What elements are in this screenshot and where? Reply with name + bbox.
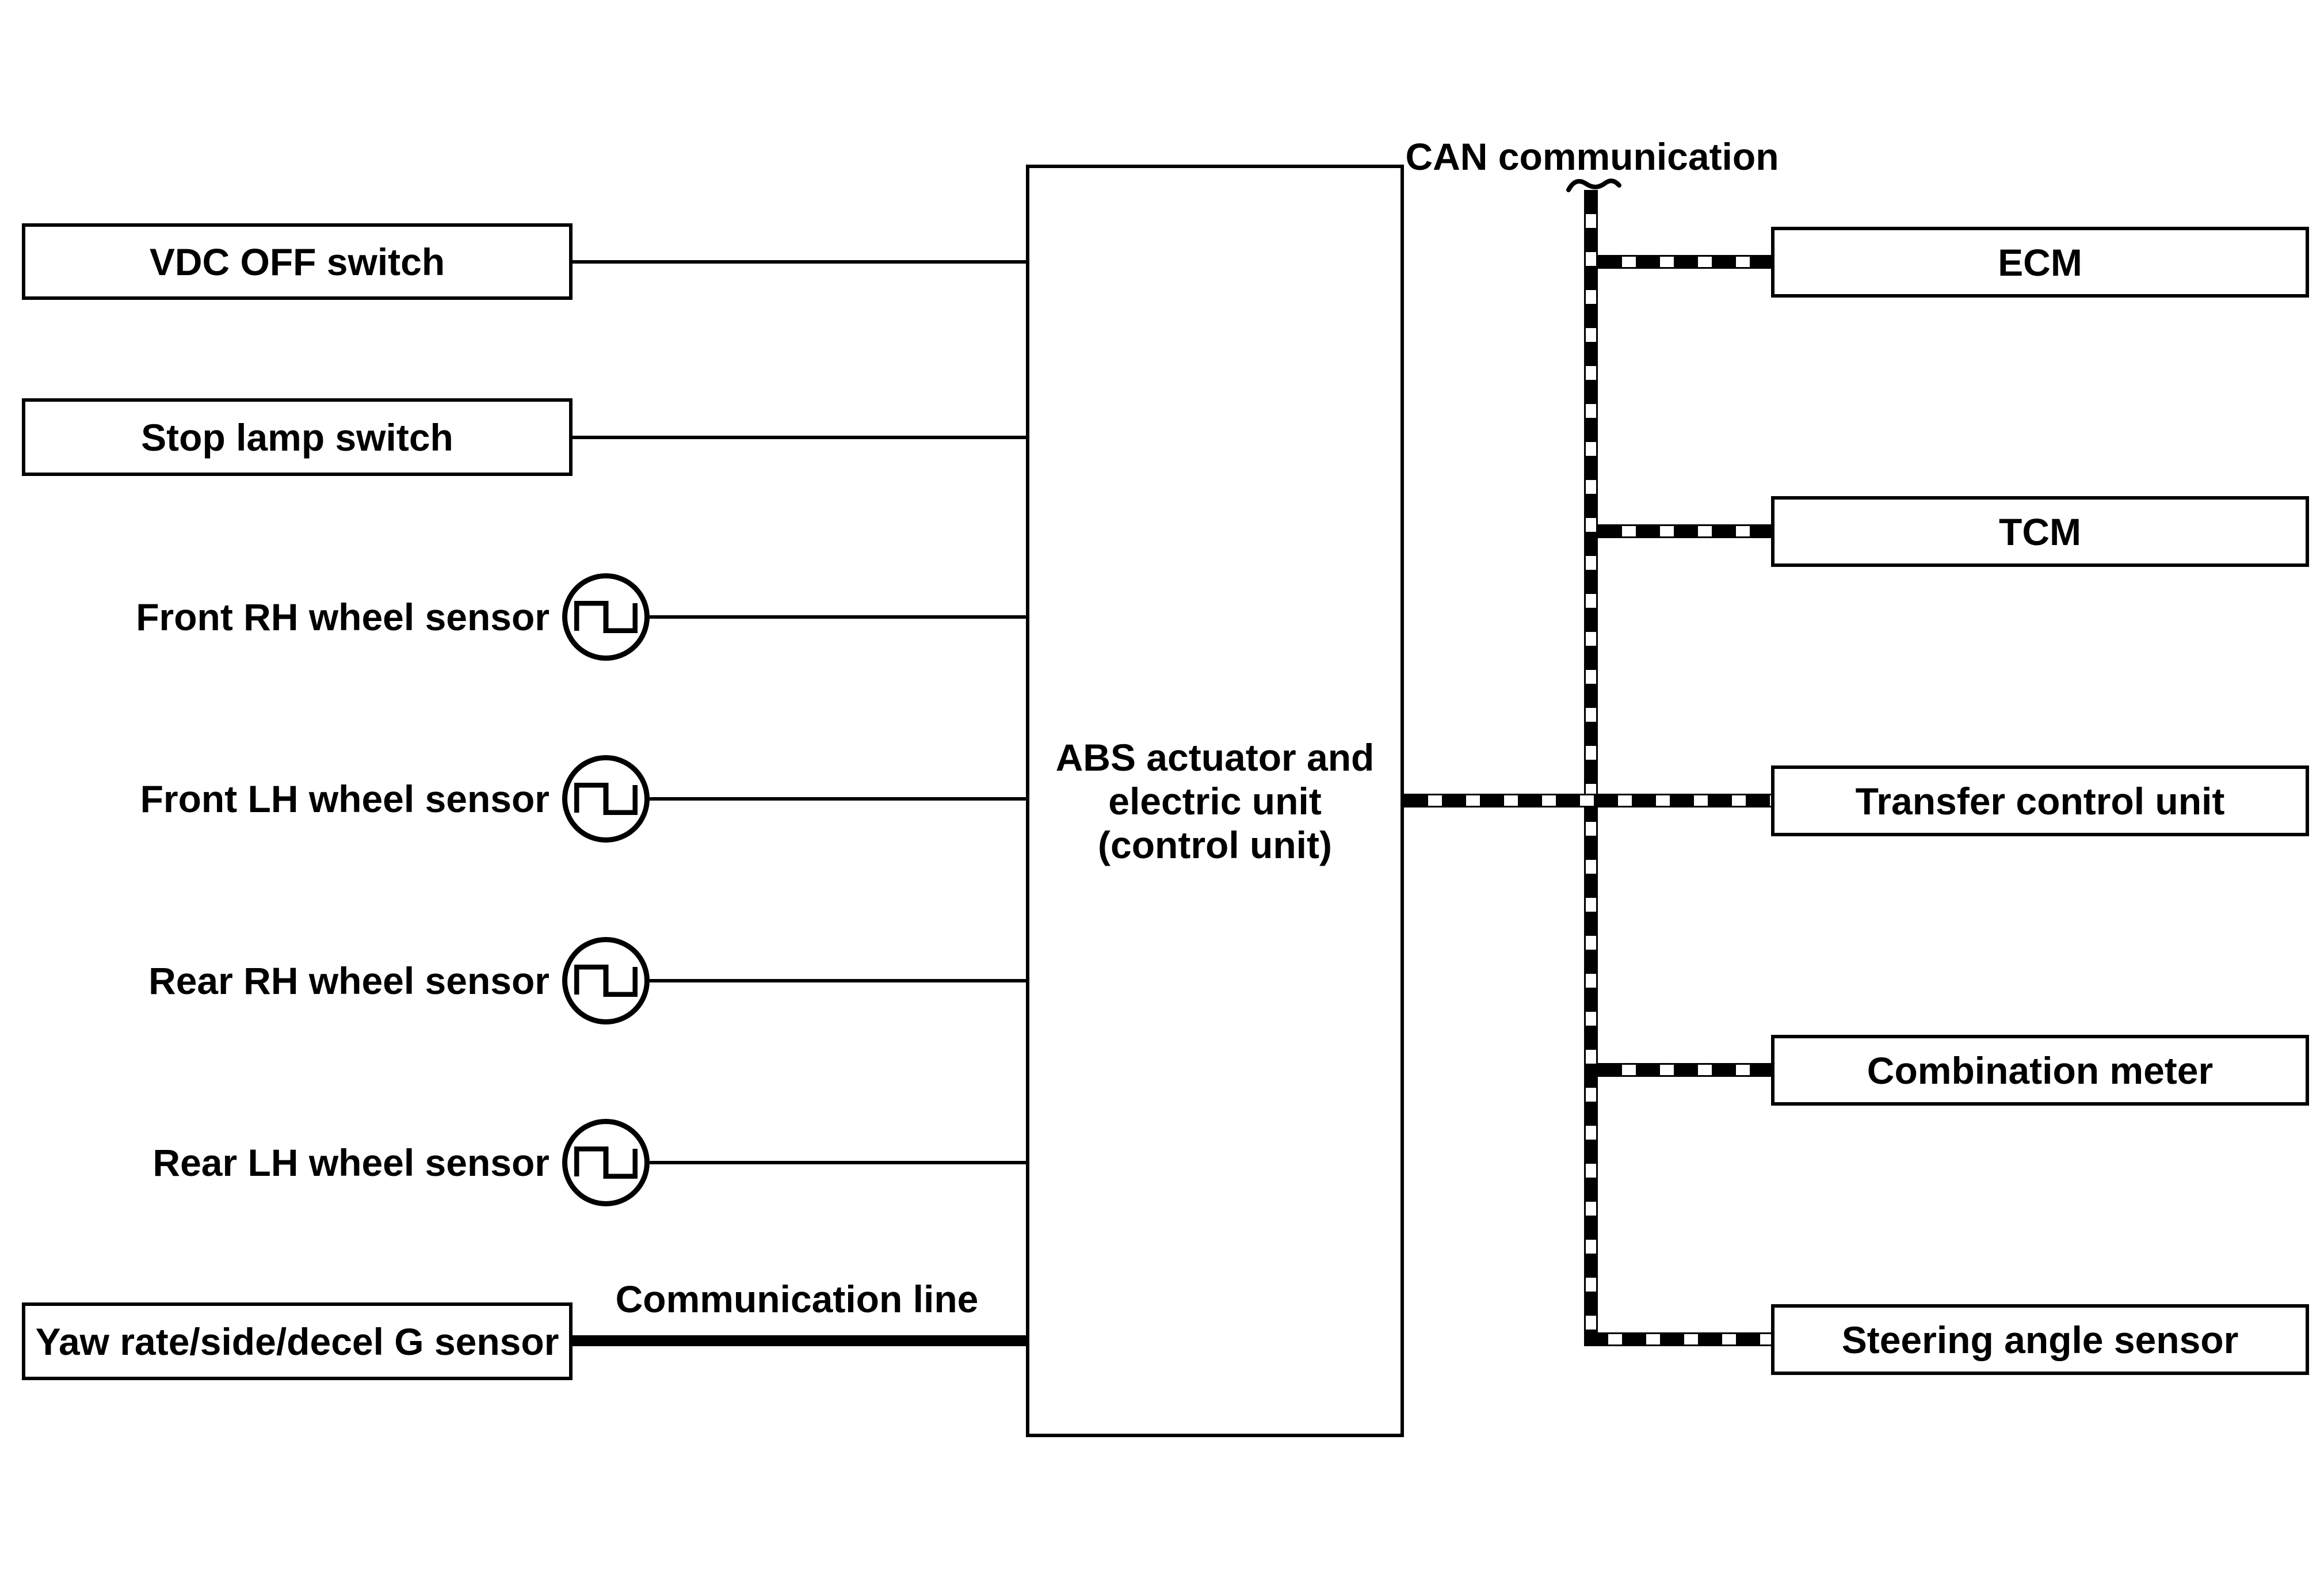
vdc-off-switch-label: VDC OFF switch [149, 240, 445, 283]
can-branch-combination-meter [1598, 1063, 1771, 1077]
front-rh-wheel-sensor-label: Front RH wheel sensor [136, 596, 549, 638]
tcm-label: TCM [1999, 510, 2081, 553]
vdc-off-switch-box: VDC OFF switch [22, 223, 573, 300]
ecm-label: ECM [1998, 241, 2082, 284]
rear-lh-wheel-sensor-node [562, 1119, 650, 1206]
stop-lamp-switch-label: Stop lamp switch [141, 416, 453, 459]
communication-line [573, 1335, 1026, 1346]
steering-angle-sensor-box: Steering angle sensor [1771, 1304, 2309, 1375]
can-bus-trunk [1584, 190, 1598, 1346]
pulse-wave-icon [574, 783, 638, 815]
ecm-box: ECM [1771, 227, 2309, 298]
front-lh-wheel-sensor-label: Front LH wheel sensor [140, 778, 549, 820]
steering-angle-sensor-label: Steering angle sensor [1841, 1318, 2239, 1361]
pulse-wave-icon [574, 965, 638, 997]
front-rh-sensor-wire [650, 615, 1026, 619]
stop-lamp-switch-box: Stop lamp switch [22, 398, 573, 476]
abs-control-unit-label-line2: electric unit [1108, 779, 1322, 822]
front-rh-wheel-sensor-node [562, 573, 650, 661]
can-communication-label: CAN communication [1405, 135, 1779, 178]
rear-rh-sensor-wire [650, 979, 1026, 982]
abs-control-unit-box: ABS actuator and electric unit (control … [1026, 165, 1404, 1437]
tcm-box: TCM [1771, 496, 2309, 567]
can-bus-main-line [1404, 794, 1771, 807]
front-lh-sensor-wire [650, 797, 1026, 801]
communication-line-label: Communication line [615, 1278, 979, 1320]
abs-control-unit-label: ABS actuator and electric unit (control … [1056, 736, 1375, 867]
abs-control-unit-label-line1: ABS actuator and [1055, 736, 1375, 779]
rear-rh-wheel-sensor-node [562, 937, 650, 1024]
combination-meter-label: Combination meter [1867, 1049, 2214, 1092]
rear-lh-wheel-sensor-label: Rear LH wheel sensor [152, 1141, 549, 1184]
transfer-control-unit-label: Transfer control unit [1855, 779, 2225, 822]
transfer-control-unit-box: Transfer control unit [1771, 765, 2309, 836]
stop-lamp-switch-wire [573, 436, 1026, 439]
can-label-squiggle-icon [1566, 178, 1621, 192]
can-branch-steering-angle-sensor [1584, 1332, 1771, 1346]
can-branch-ecm [1598, 255, 1771, 269]
yaw-rate-sensor-box: Yaw rate/side/decel G sensor [22, 1302, 573, 1380]
combination-meter-box: Combination meter [1771, 1035, 2309, 1106]
front-lh-wheel-sensor-node [562, 755, 650, 843]
yaw-rate-sensor-label: Yaw rate/side/decel G sensor [35, 1320, 559, 1363]
pulse-wave-icon [574, 601, 638, 633]
vdc-off-switch-wire [573, 260, 1026, 264]
rear-rh-wheel-sensor-label: Rear RH wheel sensor [148, 959, 549, 1002]
pulse-wave-icon [574, 1146, 638, 1179]
can-branch-tcm [1598, 524, 1771, 538]
rear-lh-sensor-wire [650, 1161, 1026, 1164]
abs-control-unit-label-line3: (control unit) [1098, 823, 1332, 866]
